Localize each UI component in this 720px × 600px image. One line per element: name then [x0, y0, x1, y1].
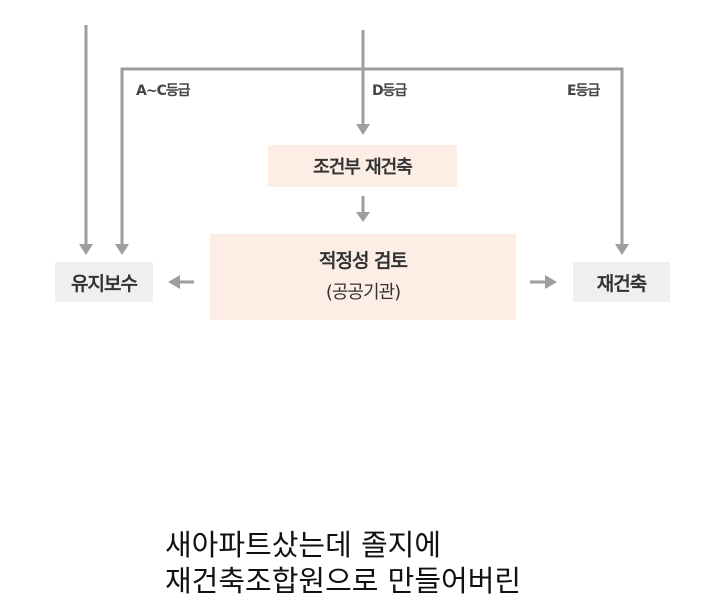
- grade-label-e: E등급: [567, 83, 600, 99]
- maintenance-label: 유지보수: [71, 272, 138, 295]
- review-subtitle: (공공기관): [325, 282, 401, 303]
- arrow-right-icon: [545, 275, 557, 289]
- conditional-rebuild-box: 조건부 재건축: [268, 145, 457, 187]
- arrow-down-icon: [615, 244, 629, 255]
- arrow-down-icon: [356, 212, 370, 222]
- connector-line: [120, 67, 624, 245]
- rebuild-label: 재건축: [596, 272, 647, 295]
- grade-label-d: D등급: [372, 83, 407, 99]
- conditional-rebuild-label: 조건부 재건축: [313, 157, 413, 178]
- grade-label-ac: A~C등급: [136, 83, 191, 99]
- review-title: 적정성 검토: [318, 250, 408, 272]
- arrow-left-icon: [168, 275, 180, 289]
- caption-line-1: 새아파트샀는데 졸지에: [165, 528, 442, 562]
- caption: 새아파트샀는데 졸지에 재건축조합원으로 만들어버린: [165, 527, 521, 599]
- rebuild-box: 재건축: [573, 262, 670, 302]
- maintenance-box: 유지보수: [55, 262, 153, 302]
- arrow-down-icon: [79, 244, 93, 255]
- suitability-review-box: 적정성 검토 (공공기관): [210, 234, 516, 320]
- arrow-down-icon: [356, 124, 370, 135]
- arrow-down-icon: [115, 244, 129, 255]
- caption-line-2: 재건축조합원으로 만들어버린: [165, 564, 522, 598]
